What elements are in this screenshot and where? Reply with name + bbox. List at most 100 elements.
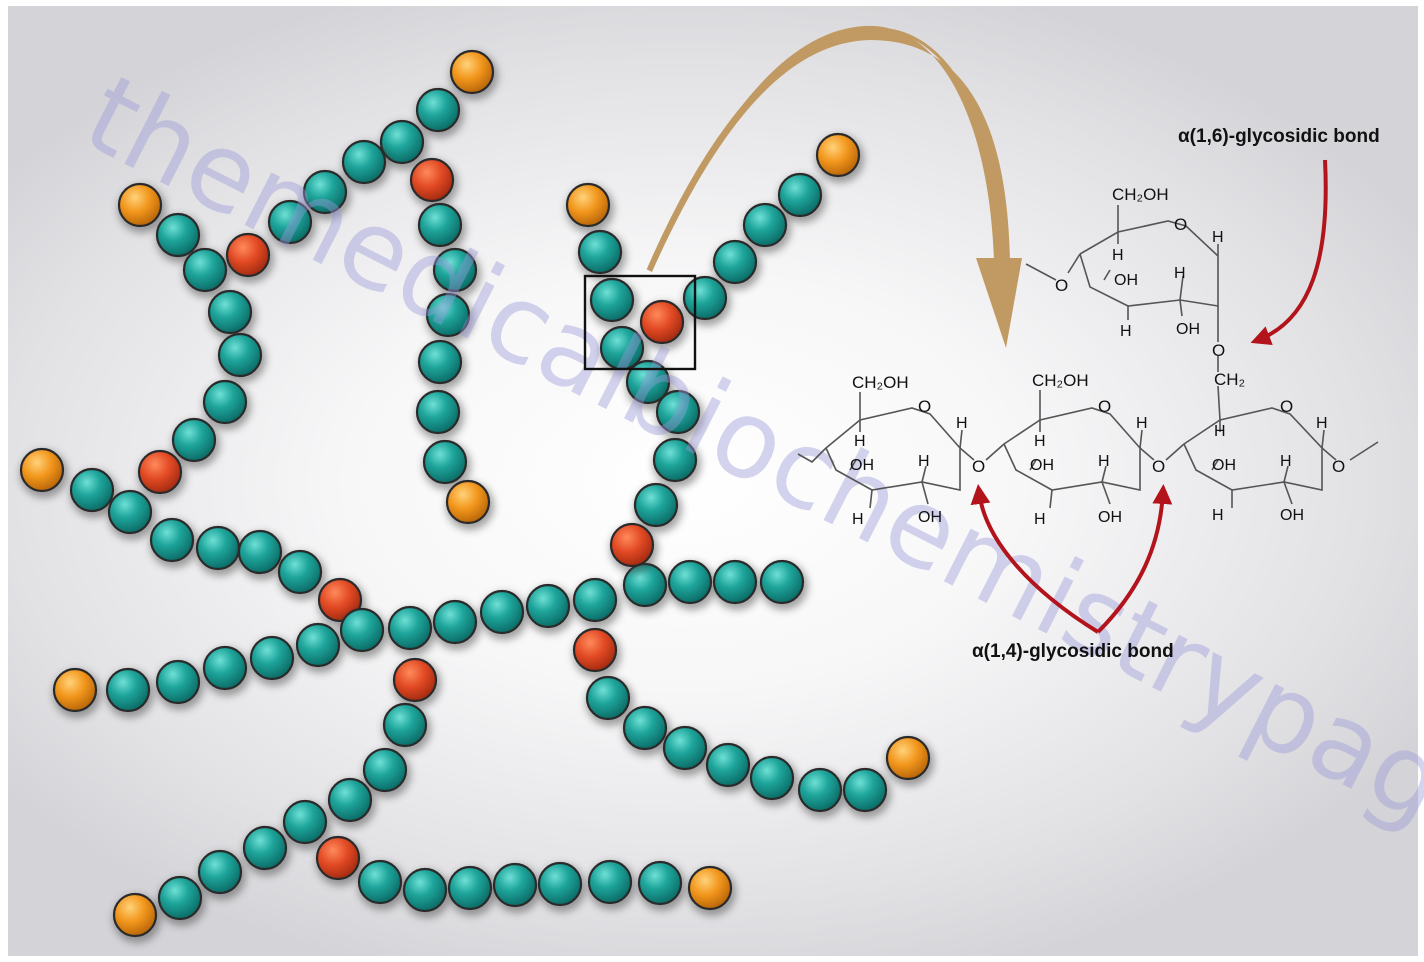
branch-point-unit	[392, 657, 438, 703]
atom-ch2oh-middle: CH₂OH	[1032, 371, 1089, 390]
glucose-unit	[282, 799, 328, 845]
glucose-structure-atoms: CH₂OH O H H O OH H H OH O CH₂ CH₂OH O H …	[850, 185, 1345, 528]
glucose-unit	[302, 169, 348, 215]
glucose-unit	[202, 379, 248, 425]
atom-h-mid-4: H	[1034, 511, 1046, 528]
glucose-unit	[277, 549, 323, 595]
arrow-1-4-bond-right	[1096, 484, 1173, 634]
glucose-unit	[662, 725, 708, 771]
branch-point-unit	[317, 577, 363, 623]
glucose-unit	[759, 559, 805, 605]
glucose-unit	[402, 867, 448, 913]
atom-h-top-4: H	[1120, 323, 1132, 340]
atom-ring-o-left: O	[918, 397, 931, 416]
glucose-unit	[157, 875, 203, 921]
glucose-unit	[537, 861, 583, 907]
glucose-unit	[712, 239, 758, 285]
glucose-unit	[171, 417, 217, 463]
glucose-unit	[447, 865, 493, 911]
glucose-unit	[242, 825, 288, 871]
glucose-unit	[357, 859, 403, 905]
zoom-selection-box	[583, 274, 697, 371]
glucose-unit	[432, 247, 478, 293]
glucose-unit	[415, 389, 461, 435]
glucose-unit	[341, 139, 387, 185]
atom-oh-top-1: OH	[1114, 272, 1138, 289]
glucose-unit	[182, 247, 228, 293]
chain-end-unit	[449, 49, 495, 95]
atom-h-left-1: H	[854, 433, 866, 450]
atom-o-14-link-2: O	[1152, 457, 1165, 476]
atom-h-right-4: H	[1212, 507, 1224, 524]
glucose-unit	[432, 599, 478, 645]
atom-oh-right-1: OH	[1212, 457, 1236, 474]
atom-h-right-3: H	[1280, 453, 1292, 470]
glucose-unit	[415, 87, 461, 133]
atom-o-14-link-1: O	[972, 457, 985, 476]
atom-oh-mid-1: OH	[1030, 457, 1054, 474]
chain-end-unit	[117, 182, 163, 228]
atom-h-left-3: H	[918, 453, 930, 470]
atom-ring-o-right: O	[1280, 397, 1293, 416]
glucose-unit	[267, 199, 313, 245]
glucose-unit	[155, 212, 201, 258]
glucose-unit	[797, 767, 843, 813]
atom-ring-o-top: O	[1174, 215, 1187, 234]
atom-ch2-link: CH₂	[1214, 370, 1245, 389]
atom-h-mid-3: H	[1098, 453, 1110, 470]
atom-h-top-2: H	[1212, 229, 1224, 246]
branch-point-unit	[639, 299, 685, 345]
atom-ch2oh-top: CH₂OH	[1112, 185, 1169, 204]
chain-end-unit	[565, 182, 611, 228]
glucose-unit	[362, 747, 408, 793]
branch-point-unit	[409, 157, 455, 203]
glucose-unit	[585, 675, 631, 721]
atom-h-left-2: H	[956, 415, 968, 432]
glucose-unit	[197, 849, 243, 895]
label-alpha-1-4-bond: α(1,4)-glycosidic bond	[972, 641, 1174, 662]
glucose-unit	[742, 202, 788, 248]
glucose-unit	[237, 529, 283, 575]
glucose-unit	[712, 559, 758, 605]
atom-h-right-2: H	[1316, 415, 1328, 432]
glucose-unit	[682, 275, 728, 321]
glucose-unit	[155, 659, 201, 705]
glucose-unit	[207, 289, 253, 335]
chain-end-unit	[445, 479, 491, 525]
chain-end-unit	[815, 132, 861, 178]
glucose-unit	[379, 119, 425, 165]
glucose-unit	[622, 705, 668, 751]
glucose-unit	[625, 359, 671, 405]
glucose-unit	[589, 277, 635, 323]
glucose-unit	[525, 583, 571, 629]
glucose-unit	[587, 859, 633, 905]
glucose-unit	[417, 339, 463, 385]
glucose-unit	[417, 202, 463, 248]
atom-oh-left-1: OH	[850, 457, 874, 474]
glucose-unit	[667, 559, 713, 605]
glucose-unit	[195, 525, 241, 571]
glucose-unit	[572, 577, 618, 623]
atom-h-left-4: H	[852, 511, 864, 528]
glucose-unit	[422, 439, 468, 485]
atom-o-16-link: O	[1212, 341, 1225, 360]
zoom-arrow-head	[976, 258, 1022, 348]
glucose-unit	[749, 755, 795, 801]
chain-end-unit	[885, 735, 931, 781]
atom-h-right-1: H	[1214, 423, 1226, 440]
glucose-unit	[105, 667, 151, 713]
atom-oh-right-2: OH	[1280, 507, 1304, 524]
glucose-unit	[425, 292, 471, 338]
glucose-unit	[842, 767, 888, 813]
atom-h-top-1: H	[1112, 247, 1124, 264]
branch-point-unit	[137, 449, 183, 495]
chain-end-unit	[687, 865, 733, 911]
glucose-unit	[777, 172, 823, 218]
arrow-1-4-bond-left	[970, 484, 1100, 634]
glycogen-chains	[19, 49, 934, 943]
atom-oh-mid-2: OH	[1098, 509, 1122, 526]
glucose-unit	[107, 489, 153, 535]
glucose-unit	[327, 777, 373, 823]
glucose-unit	[637, 860, 683, 906]
